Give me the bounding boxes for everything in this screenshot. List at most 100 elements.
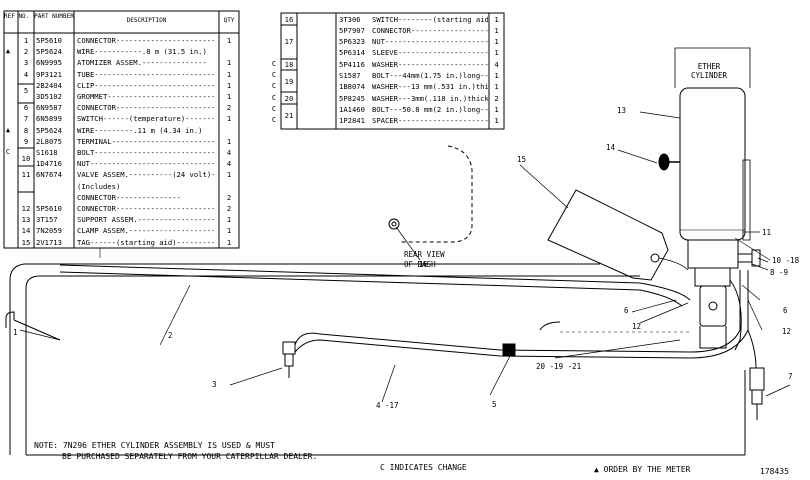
temperature-switch xyxy=(747,329,791,420)
callout-4-17: 4 -17 xyxy=(376,401,399,410)
row-part-number: 2V1713 xyxy=(36,237,62,247)
label-rear-view-line1: REAR VIEW xyxy=(404,250,445,259)
row-ref-number: 20 xyxy=(284,93,294,103)
row-part-number: 5P8245 xyxy=(339,93,365,103)
row-quantity: 1 xyxy=(226,114,232,124)
row-quantity: 2 xyxy=(226,192,232,202)
row-ref-number: 13 xyxy=(21,215,31,225)
row-part-number: 1B8074 xyxy=(339,82,365,92)
row-part-number: 1A1460 xyxy=(339,104,365,114)
footer-order-by-meter: ▲ ORDER BY THE METER xyxy=(594,465,691,474)
callout-12-left: 12 xyxy=(632,322,642,331)
row-ref-number: 18 xyxy=(284,59,294,69)
figure-number: 178435 xyxy=(760,467,789,476)
row-part-number: 1P2841 xyxy=(339,116,365,126)
callout-20-19-21: 20 -19 -21 xyxy=(536,362,582,371)
row-quantity: 1 xyxy=(494,37,499,47)
row-part-number: 5P7907 xyxy=(339,25,365,35)
row-part-number: 3T306 xyxy=(339,14,361,24)
row-description: VALVE ASSEM.----------(24 volt)-- xyxy=(77,170,217,180)
footer-note-line1: NOTE: 7N296 ETHER CYLINDER ASSEMBLY IS U… xyxy=(34,441,275,450)
row-change-mark: C xyxy=(5,148,11,156)
callout-7: 7 xyxy=(788,372,793,381)
row-description: WIRE---------.11 m (4.34 in.) xyxy=(77,125,203,135)
tube-clip xyxy=(489,343,516,396)
row-description: SWITCH--------(starting aid)-------- xyxy=(372,14,488,24)
row-quantity: 1 xyxy=(226,226,232,236)
row-part-number: 6N5899 xyxy=(36,114,62,124)
row-ref-number: 1 xyxy=(23,36,29,45)
row-part-number: 2B2404 xyxy=(36,80,62,90)
row-quantity: 4 xyxy=(226,148,232,157)
row-ref-number-merged: 17 xyxy=(284,37,294,47)
row-part-number: 5P6323 xyxy=(339,37,365,47)
row-part-number: 3D5102 xyxy=(36,92,62,101)
row-description: NUT---------------------------------- xyxy=(77,159,217,169)
row-ref-number: 16 xyxy=(284,14,294,24)
row-description: BOLT-------------------------------- xyxy=(77,148,217,157)
row-change-mark: ▲ xyxy=(5,125,11,134)
row-description: CLIP-------------------------------- xyxy=(77,80,217,90)
engine-frame-outline xyxy=(9,263,746,456)
row-ref-number: 4 xyxy=(23,69,29,79)
row-quantity: 1 xyxy=(226,237,232,247)
row-quantity: 4 xyxy=(226,159,232,169)
footer-note-line2: BE PURCHASED SEPARATELY FROM YOUR CATERP… xyxy=(62,452,318,461)
row-part-number: 6N9995 xyxy=(36,58,62,68)
callout-12-right: 12 xyxy=(782,327,792,336)
callout-14: 14 xyxy=(606,143,616,152)
row-ref-number: 15 xyxy=(21,237,31,247)
callout-8-9: 8 -9 xyxy=(770,268,789,277)
row-ref-number: 12 xyxy=(21,204,31,213)
row-part-number: 1D4716 xyxy=(36,159,62,169)
row-description: CONNECTOR--------------- xyxy=(77,192,181,202)
row-part-number: 5P5624 xyxy=(36,125,62,135)
row-ref-number-merged: 10 xyxy=(21,153,31,163)
row-ref-number: 2 xyxy=(23,47,29,57)
row-part-number: 5P5610 xyxy=(36,204,62,213)
row-ref-number: 6 xyxy=(23,103,29,113)
row-quantity: 1 xyxy=(226,136,232,146)
row-ref-number-merged: 5 xyxy=(23,86,29,96)
row-change-mark: C xyxy=(271,104,277,113)
starting-aid-tag xyxy=(519,164,689,281)
callout-3: 3 xyxy=(212,380,217,389)
callout-10-18: 10 -18 xyxy=(772,256,800,265)
row-ref-number: 8 xyxy=(23,125,29,135)
callout-6-right: 6 xyxy=(783,306,788,315)
row-description: SUPPORT ASSEM.------------------ xyxy=(77,215,216,225)
row-quantity: 1 xyxy=(226,80,232,90)
row-quantity: 1 xyxy=(494,14,499,24)
row-description: SLEEVE-------------------------------- xyxy=(372,48,488,58)
callout-6-left: 6 xyxy=(624,306,629,315)
row-ref-number-merged: 21 xyxy=(284,110,294,120)
row-part-number: 5P5624 xyxy=(36,47,62,57)
row-description: WASHER-------------------------------- xyxy=(372,59,488,69)
row-description: WASHER---3mm(.118 in.)thick------ xyxy=(372,93,488,103)
row-change-mark: ▲ xyxy=(5,47,11,56)
atomizer xyxy=(229,341,296,386)
footer-c-indicates-change: C INDICATES CHANGE xyxy=(380,463,467,472)
row-quantity: 1 xyxy=(226,92,232,101)
row-quantity: 1 xyxy=(494,82,499,92)
leader-lines xyxy=(381,231,769,403)
row-quantity: 1 xyxy=(494,71,499,80)
row-change-mark: C xyxy=(271,93,277,102)
row-quantity: 2 xyxy=(226,103,232,113)
row-description: ATOMIZER ASSEM.--------------- xyxy=(77,58,207,68)
row-description: CLAMP ASSEM.-------------------- xyxy=(77,226,216,236)
row-description: SWITCH------(temperature)------- xyxy=(77,114,216,124)
row-part-number: S1618 xyxy=(36,148,58,157)
row-description: GROMMET--------------------------- xyxy=(77,92,217,101)
row-description: CONNECTOR------------------------- xyxy=(77,36,217,45)
row-description: TUBE------------------------------ xyxy=(77,69,217,79)
col-header-ref: REF NO. xyxy=(4,13,30,20)
col-header-part-number: PART NUMBER xyxy=(34,13,74,20)
row-description: TERMINAL-------------------------- xyxy=(77,136,217,146)
parts-table-right-frame xyxy=(280,12,505,130)
row-ref-number: 7 xyxy=(23,114,29,124)
row-part-number: 2L8075 xyxy=(36,136,62,146)
row-description: CONNECTOR------------------------- xyxy=(77,204,217,213)
row-part-number: 5P5610 xyxy=(36,36,62,45)
valve-assembly xyxy=(687,237,771,351)
